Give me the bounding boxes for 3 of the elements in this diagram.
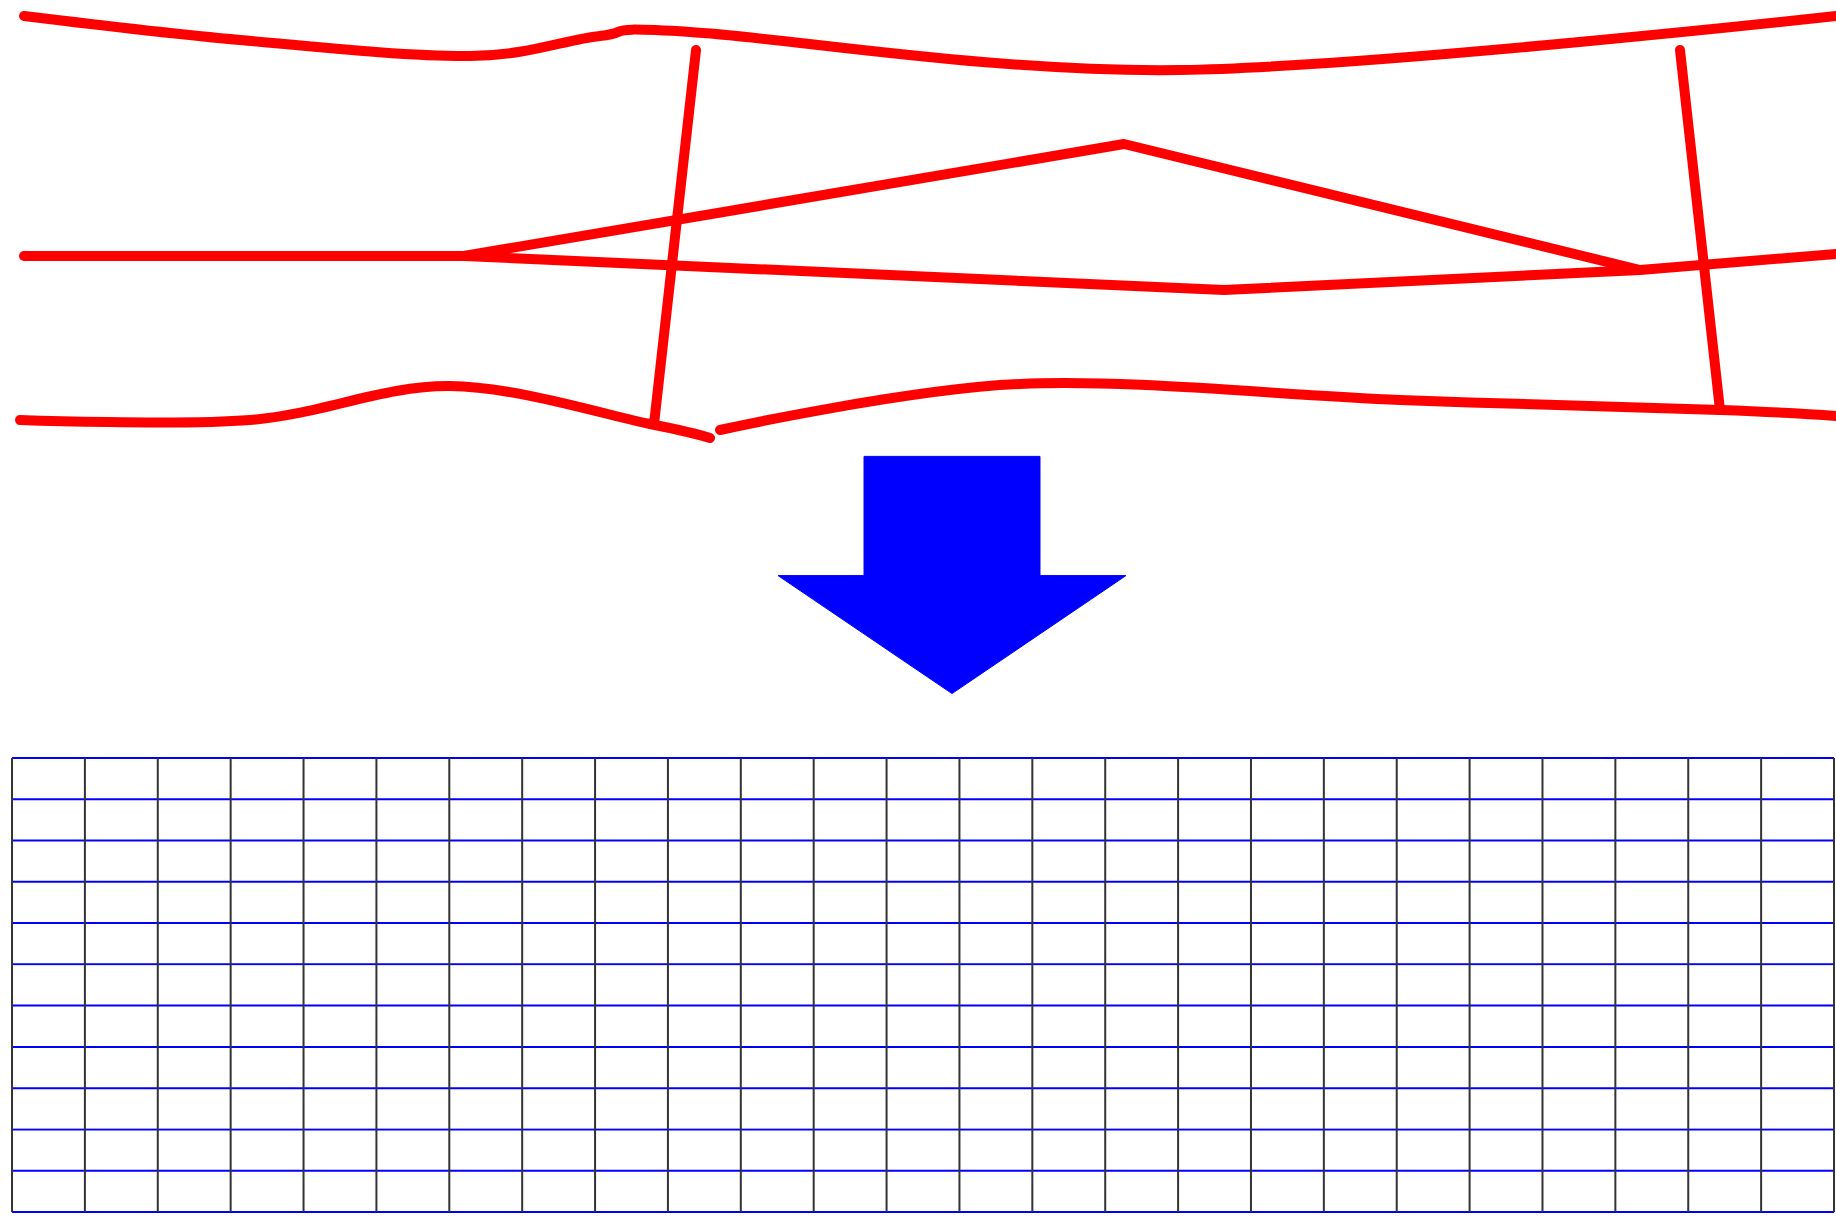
road-map-drawing [15, 11, 1836, 443]
block-arrow [777, 455, 1127, 695]
grid-drawing [11, 757, 1835, 1213]
